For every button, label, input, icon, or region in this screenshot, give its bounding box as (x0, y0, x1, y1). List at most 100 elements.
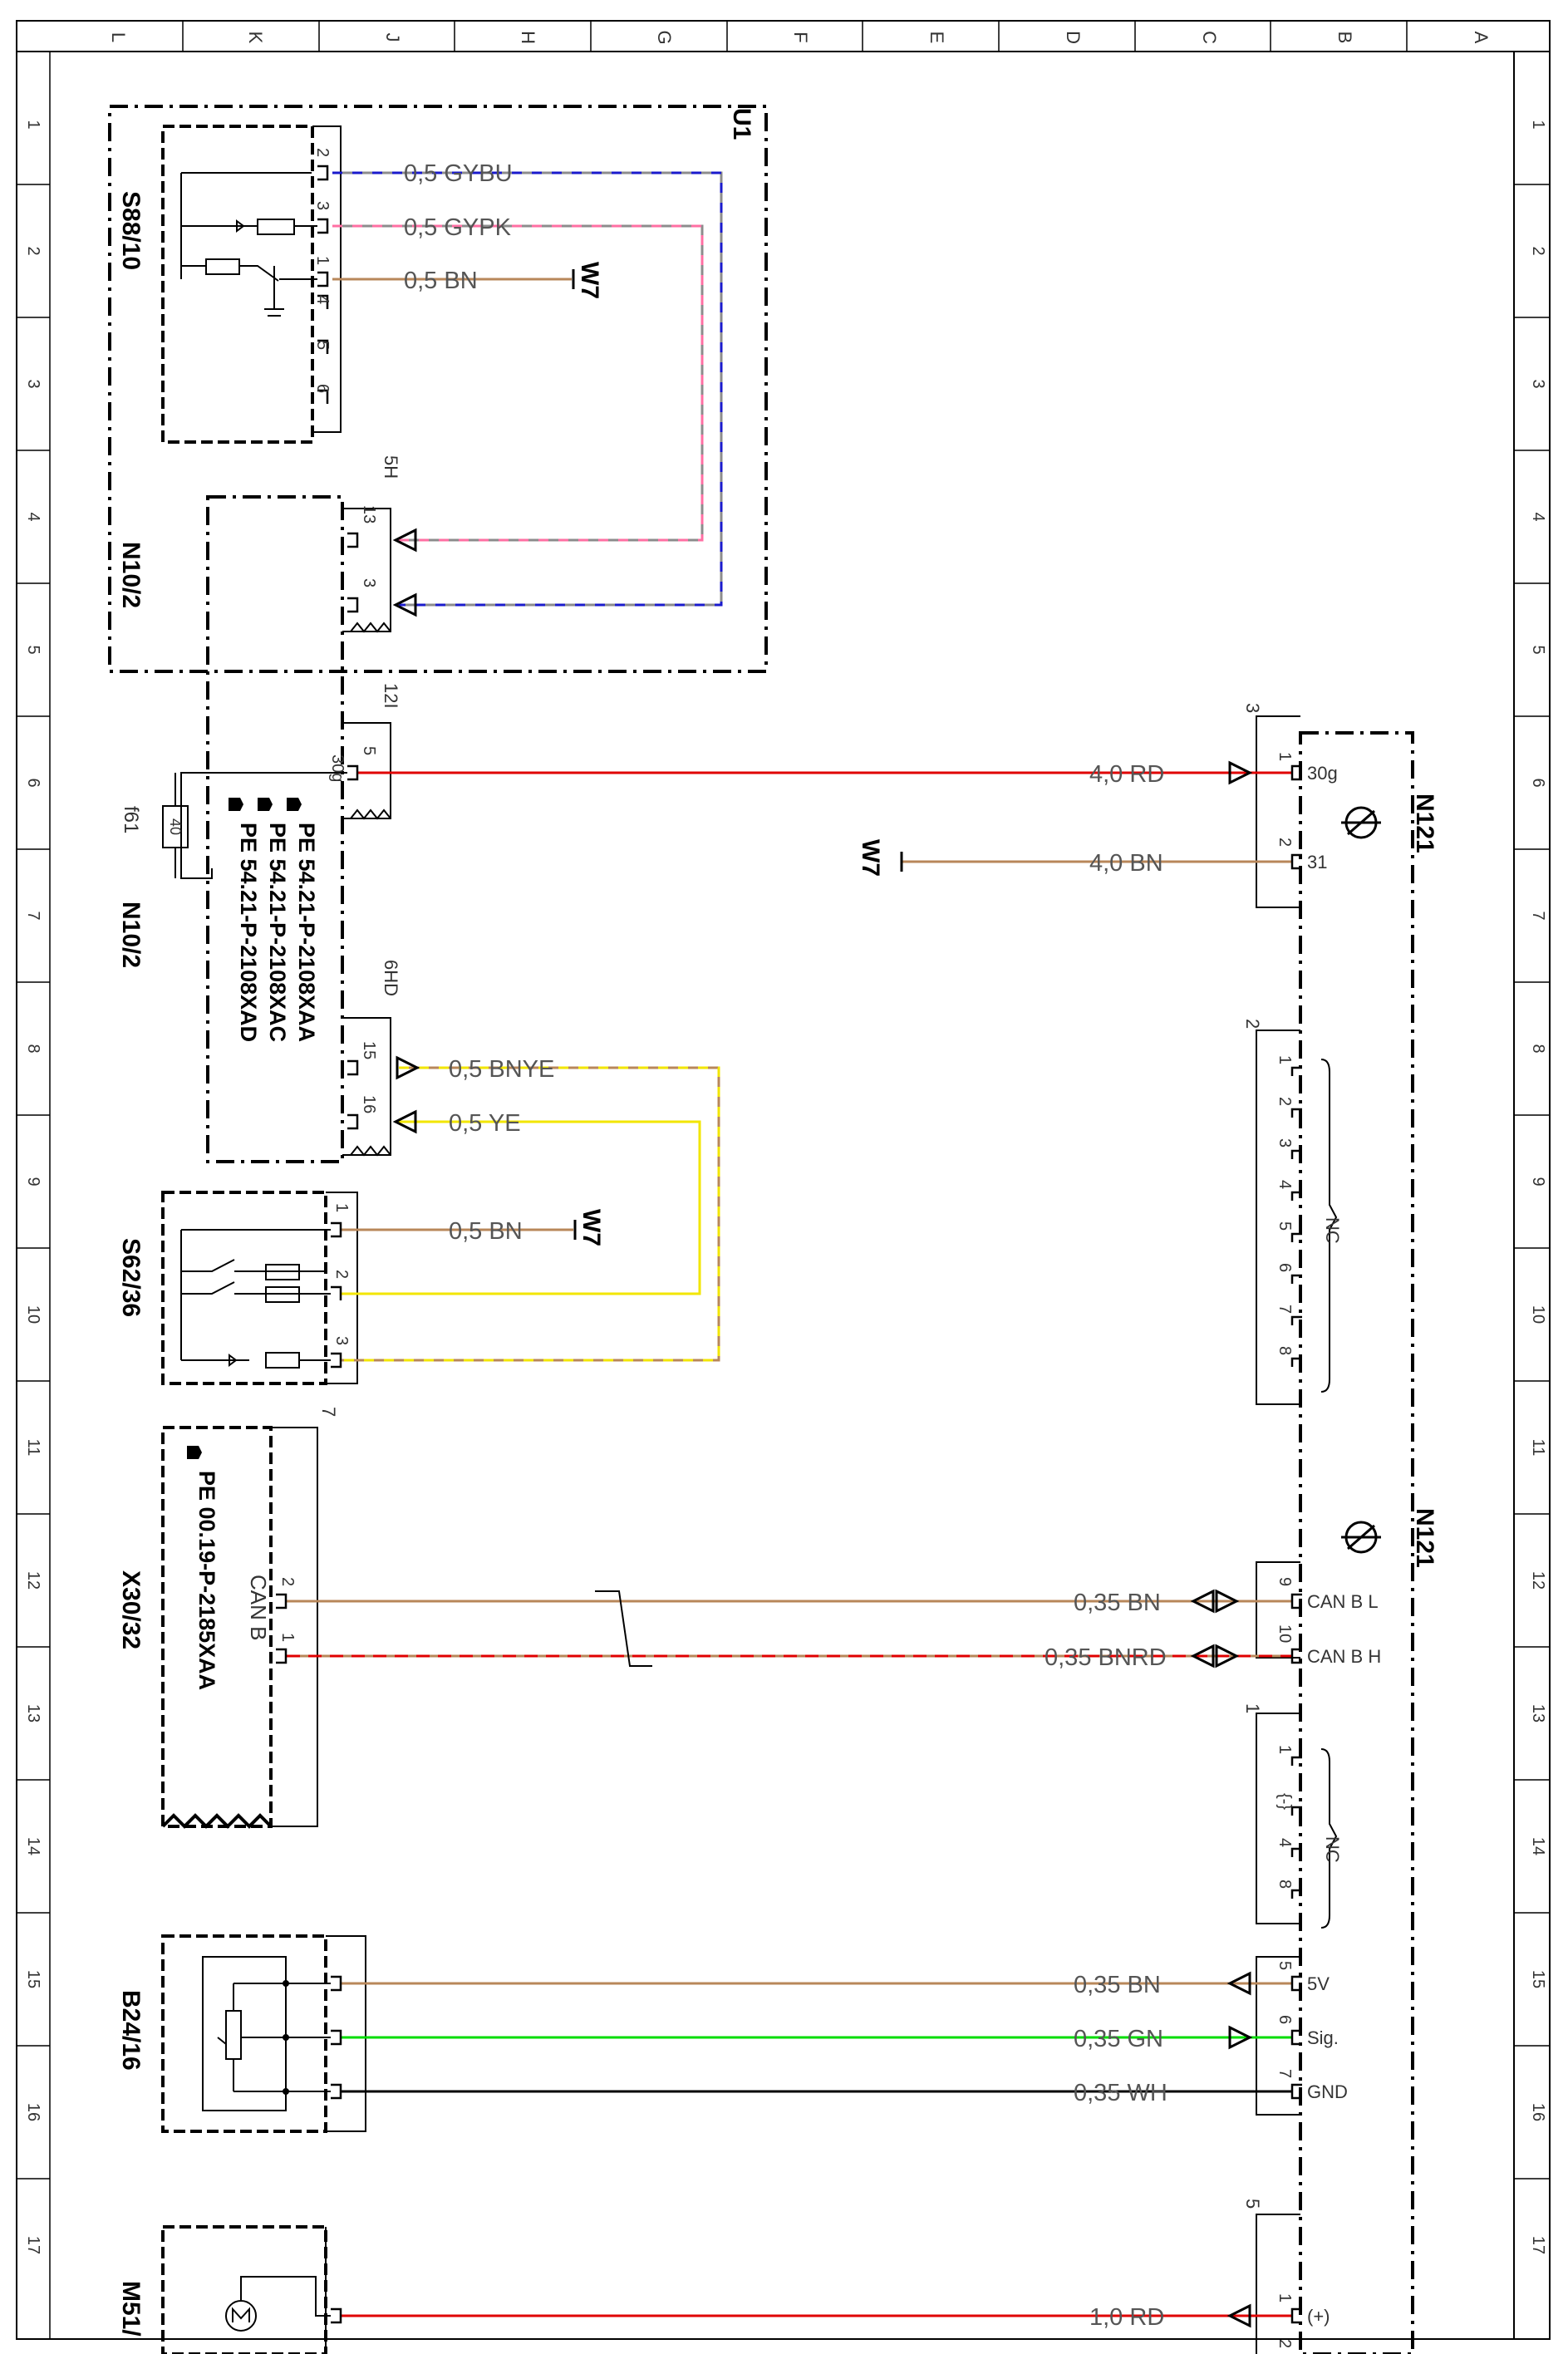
zigzag-5h (350, 622, 391, 633)
pin-label-30g: 30g (328, 754, 347, 782)
pin-label-c1-dots: {-} (1276, 1793, 1294, 1810)
n121-c2-pin-3 (1290, 1149, 1302, 1159)
pin-label-c2-3: 3 (1276, 1138, 1294, 1148)
arrow-5h-3 (392, 592, 417, 617)
s88-10-box (161, 125, 314, 444)
pin-label-n121-7: 7 (1276, 2069, 1294, 2078)
ref-pe-3: PE 54.21-P-2108XAD (236, 823, 261, 1042)
zigzag-x30 (161, 1813, 273, 1829)
n10-pin-13 (347, 532, 359, 548)
s88-pin-5 (317, 339, 329, 354)
n121-c2-pin-2 (1290, 1108, 1302, 1118)
n121-c2-pin-4 (1290, 1191, 1302, 1201)
terminal-can-b-l: CAN B L (1307, 1591, 1379, 1612)
n121-c1-pin-1 (1290, 1756, 1302, 1766)
label-w7-s62: W7 (578, 1209, 605, 1246)
pin-label-n121-motor-2: 2 (1276, 2339, 1294, 2348)
pin-label-c1-8: 8 (1276, 1880, 1294, 1889)
label-n121-c5: 5 (1242, 2199, 1263, 2209)
pin-label-c2-1: 1 (1276, 1055, 1294, 1064)
label-n121-a: N121 (1411, 794, 1438, 853)
label-s62-36: S62/36 (117, 1238, 145, 1317)
s88-pin-2 (317, 165, 329, 181)
x30-housing (271, 1427, 318, 1827)
n121-c2-housing (1256, 1030, 1300, 1405)
nc-brace-c2 (1320, 1059, 1338, 1393)
n121-pin-plus (1290, 2307, 1302, 2324)
row-label-right-14: 14 (1529, 1837, 1547, 1855)
b24-pin-b (331, 2029, 342, 2046)
n121-c2-pin-7 (1290, 1315, 1302, 1325)
label-nc-c2: NC (1322, 1217, 1343, 1244)
pin-label-n121-5: 5 (1276, 1961, 1294, 1970)
pin-label-s88-6: 6 (313, 384, 332, 393)
pin-label-s62-1: 1 (332, 1203, 351, 1212)
pin-label-s62-2: 2 (332, 1270, 351, 1279)
n121-pin-gnd (1290, 2083, 1302, 2100)
row-label-right-10: 10 (1529, 1305, 1547, 1324)
n121-pin-30g (1290, 764, 1302, 781)
label-can-b: CAN B (246, 1575, 271, 1640)
n121-box (1299, 731, 1414, 2354)
b24-housing (326, 1935, 366, 2132)
wire-label-rd-4: 4,0 RD (1089, 761, 1164, 788)
col-label-e: E (927, 32, 947, 44)
x30-pin-2 (276, 1593, 288, 1609)
arrow-6hd-16 (392, 1109, 417, 1134)
wire-gypk (332, 224, 704, 542)
row-label-right-16: 16 (1529, 2103, 1547, 2121)
n121-pin-sig (1290, 2029, 1302, 2046)
pin-label-n121-motor-1: 1 (1276, 2293, 1294, 2302)
row-label-right-9: 9 (1529, 1177, 1547, 1186)
pin-label-x30-1: 1 (278, 1633, 297, 1642)
n121-c1-pin-8 (1290, 1889, 1302, 1899)
pin-label-c2-7: 7 (1276, 1305, 1294, 1314)
n10-12i-housing (342, 722, 391, 819)
u1-box (108, 105, 768, 673)
col-label-l: L (108, 32, 129, 42)
col-label-a: A (1471, 32, 1492, 44)
pin-label-13: 13 (360, 505, 378, 523)
label-n121-c2: 2 (1242, 1019, 1263, 1029)
terminal-31: 31 (1307, 852, 1327, 872)
row-label-right-5: 5 (1529, 645, 1547, 654)
pin-label-n121-10: 10 (1276, 1624, 1294, 1643)
wire-label-bn-4: 4,0 BN (1089, 850, 1163, 877)
s88-pin-1 (317, 271, 329, 287)
s62-internal-circuit (180, 1229, 331, 1369)
fuse-f61 (162, 772, 347, 879)
motor-icon (225, 2276, 331, 2332)
terminal-30g: 30g (1307, 763, 1338, 784)
n10-2-box (206, 495, 344, 1163)
label-n10-2-top: N10/2 (117, 542, 145, 608)
terminal-5v: 5V (1307, 1973, 1330, 1994)
s62-housing (326, 1192, 358, 1384)
zigzag-6hd (350, 1145, 391, 1157)
row-label-right-1: 1 (1529, 120, 1547, 129)
s88-pin-6 (317, 389, 329, 404)
s88-pin-3 (317, 218, 329, 234)
label-n121-b: N121 (1411, 1508, 1438, 1568)
s62-pin-1 (331, 1221, 342, 1238)
pin-label-s88-3: 3 (313, 201, 332, 210)
n121-c2-pin-6 (1290, 1274, 1302, 1284)
s62-pin-3 (331, 1352, 342, 1369)
label-12i: 12I (381, 683, 401, 709)
n10-5h-housing (342, 508, 391, 632)
pin-label-3: 3 (360, 578, 378, 587)
label-b24-16: B24/16 (117, 1990, 145, 2071)
row-label-right-13: 13 (1529, 1704, 1547, 1722)
label-f61: f61 (120, 806, 142, 833)
n121-c1-housing (1256, 1713, 1300, 1924)
pin-label-c2-8: 8 (1276, 1346, 1294, 1355)
s62-pin-2 (331, 1285, 342, 1300)
row-label-right-15: 15 (1529, 1970, 1547, 1988)
b24-pin-a (331, 1975, 342, 1992)
n121-pin-31 (1290, 853, 1302, 870)
wire-label-can-h: 0,35 BNRD (1045, 1644, 1167, 1671)
label-nc-c1: NC (1322, 1836, 1343, 1863)
wire-label-gnd: 0,35 WH (1074, 2080, 1167, 2106)
row-label-16: 16 (24, 2103, 42, 2121)
arrow-canh (1190, 1644, 1240, 1668)
pin-label-n121-1: 1 (1276, 752, 1294, 761)
